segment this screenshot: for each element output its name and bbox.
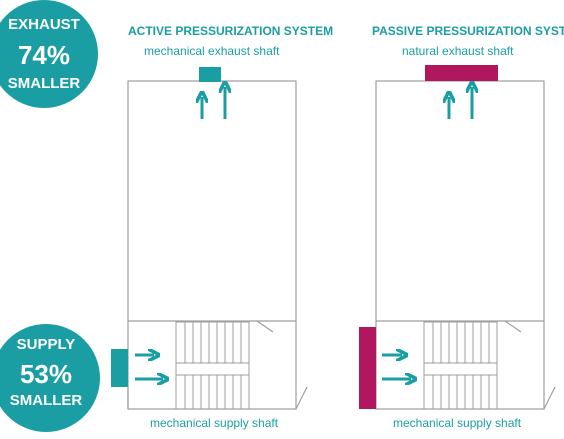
active-exhaust-shaft [199,67,221,82]
passive-supply-label: mechanical supply shaft [393,416,522,430]
exhaust-badge-line3: SMALLER [7,75,81,92]
passive-stairs [423,321,498,410]
active-door-right [295,386,308,410]
supply-badge-line1: SUPPLY [16,336,76,353]
passive-door-right [543,386,556,410]
supply-reduction-badge: SUPPLY 53% SMALLER [0,324,100,432]
supply-badge-percent: 53% [19,359,73,389]
exhaust-badge-line1: EXHAUST [8,16,80,33]
active-building-outline [127,80,297,410]
active-exhaust-label: mechanical exhaust shaft [144,44,280,58]
active-door-top [256,320,274,333]
exhaust-badge-percent: 74% [17,40,71,70]
passive-supply-shaft [359,327,376,409]
passive-door-top [504,320,522,333]
exhaust-reduction-badge: EXHAUST 74% SMALLER [0,0,98,108]
active-system-title: ACTIVE PRESSURIZATION SYSTEM [128,24,334,38]
passive-exhaust-shaft [425,65,498,81]
passive-exhaust-label: natural exhaust shaft [402,44,514,58]
passive-building-outline [375,80,545,410]
passive-system-title: PASSIVE PRESSURIZATION SYSTEM [372,24,564,38]
supply-badge-line3: SMALLER [9,392,83,409]
active-supply-label: mechanical supply shaft [150,416,279,430]
active-supply-shaft [111,349,128,387]
active-stairs [175,321,250,410]
